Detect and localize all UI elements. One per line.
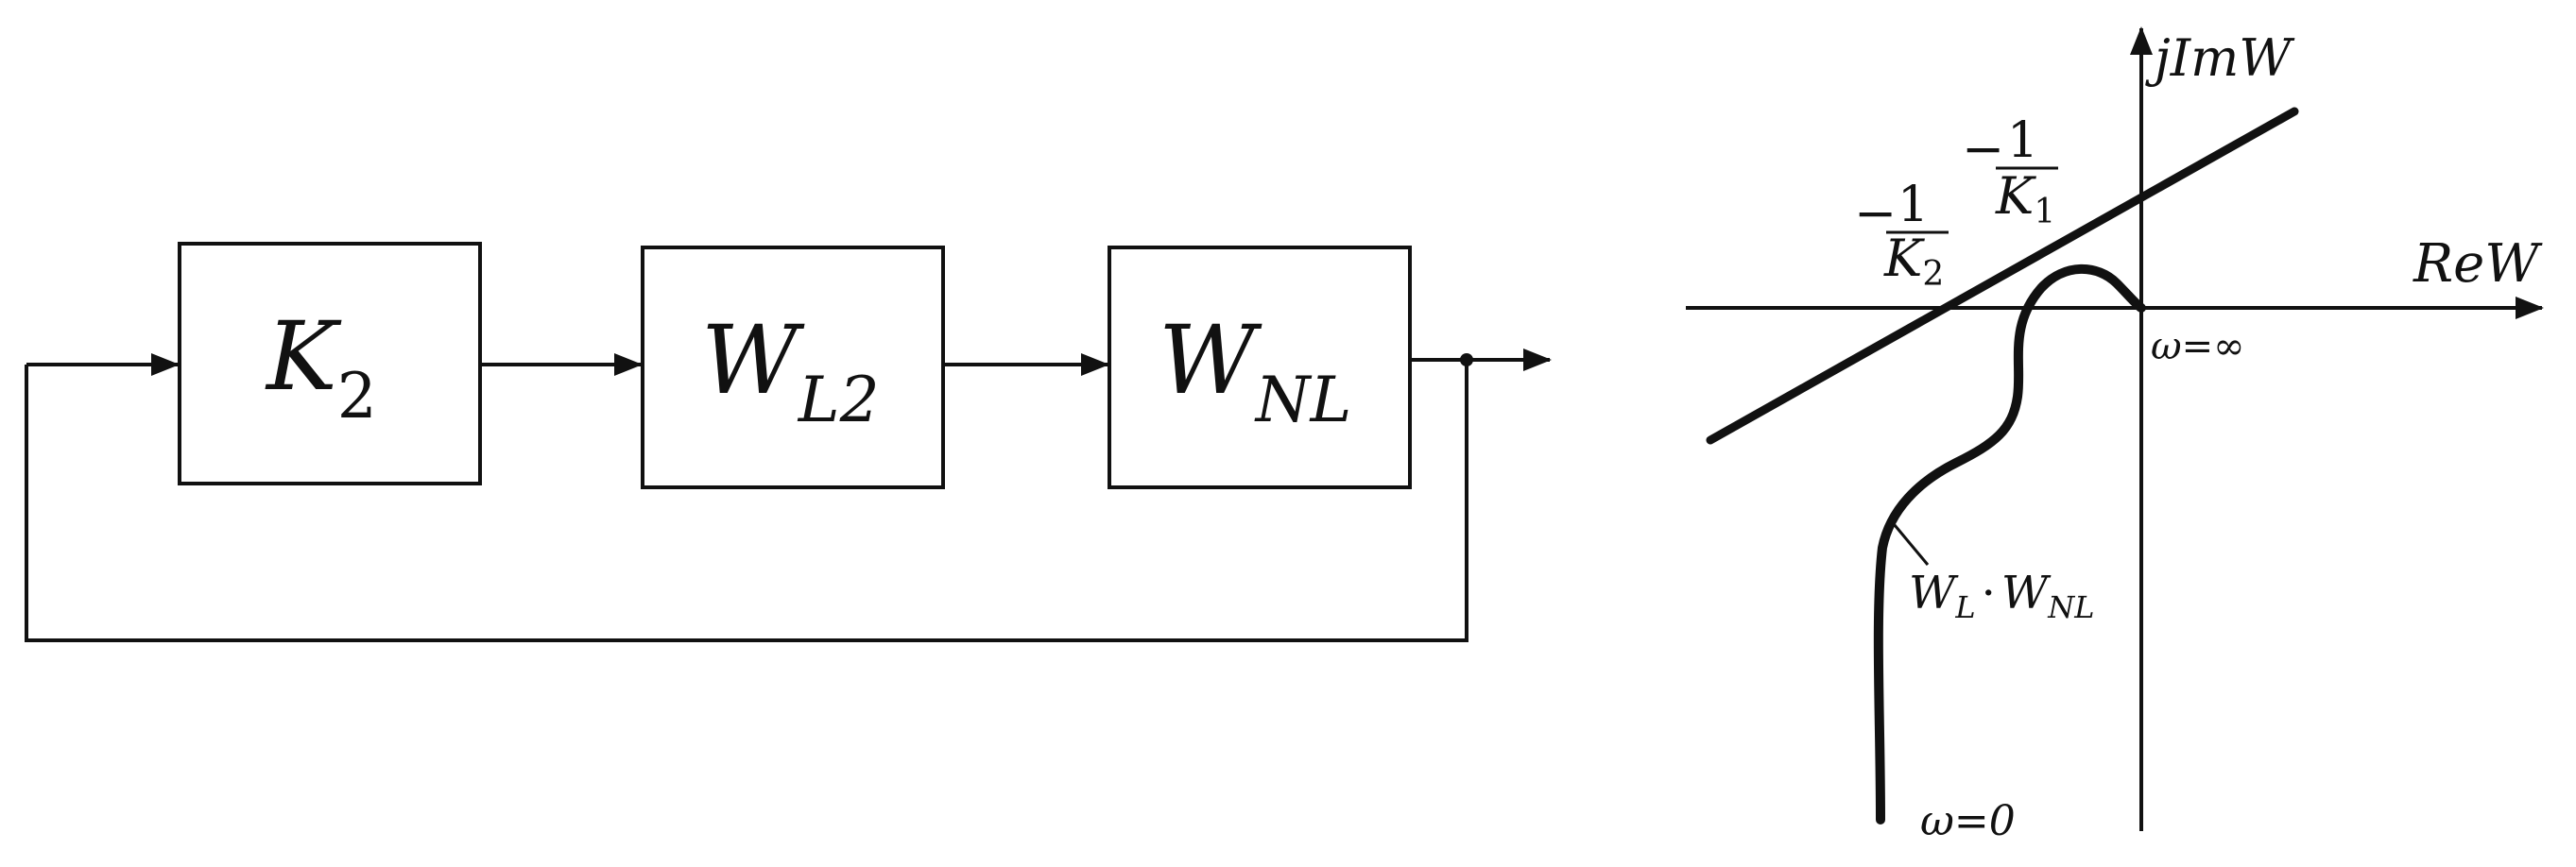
real-axis-label: ReW <box>2413 233 2543 295</box>
block-k2 <box>178 242 482 485</box>
block-k2-label: K2 <box>265 301 377 433</box>
block-wl2 <box>641 246 945 489</box>
curve-label: WL·WNL <box>1909 567 2094 625</box>
block-wl2-label: WL2 <box>701 305 880 436</box>
svg-text:1: 1 <box>2007 112 2038 169</box>
feedback-wire <box>25 360 1468 642</box>
branch-point <box>1460 353 1473 366</box>
svg-text:1: 1 <box>1898 177 1929 233</box>
nyquist-plot: jImW ReW − 1 K1 − 1 K2 ω=∞ ω=0 WL·WNL <box>1686 26 2544 845</box>
block-wnl-label: WNL <box>1159 305 1351 436</box>
minus-inverse-k-line <box>1706 107 2299 445</box>
svg-text:K1: K1 <box>1995 166 2055 231</box>
imag-axis-label: jImW <box>2145 28 2295 88</box>
svg-text:K2: K2 <box>1883 229 1944 294</box>
block-diagram: K2 WL2 WNL <box>25 242 1552 642</box>
nyquist-curve <box>1873 264 2146 824</box>
label-minus-inv-k1: − 1 K1 <box>1962 112 2058 231</box>
omega-infinity-label: ω=∞ <box>2151 325 2244 368</box>
label-minus-inv-k2: − 1 K2 <box>1854 177 1949 294</box>
block-wnl <box>1108 246 1412 489</box>
curve-label-leader <box>1893 524 1930 566</box>
omega-zero-label: ω=0 <box>1920 797 2016 845</box>
